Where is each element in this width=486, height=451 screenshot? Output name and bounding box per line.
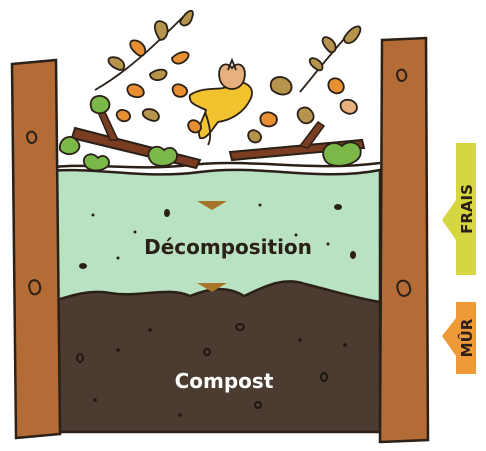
compost-layer (40, 281, 380, 432)
decomposition-label: Décomposition (144, 235, 312, 259)
right-post (380, 38, 428, 442)
fresh-label: FRAIS (458, 184, 476, 234)
mature-arrow-icon (442, 318, 456, 356)
mature-marker: MÛR (442, 302, 476, 374)
mature-label: MÛR (457, 318, 476, 357)
fresh-marker: FRAIS (442, 143, 476, 275)
leafy-stem-left (95, 11, 193, 90)
compost-label: Compost (175, 369, 274, 393)
left-post (12, 60, 60, 438)
fresh-arrow-icon (442, 200, 456, 240)
